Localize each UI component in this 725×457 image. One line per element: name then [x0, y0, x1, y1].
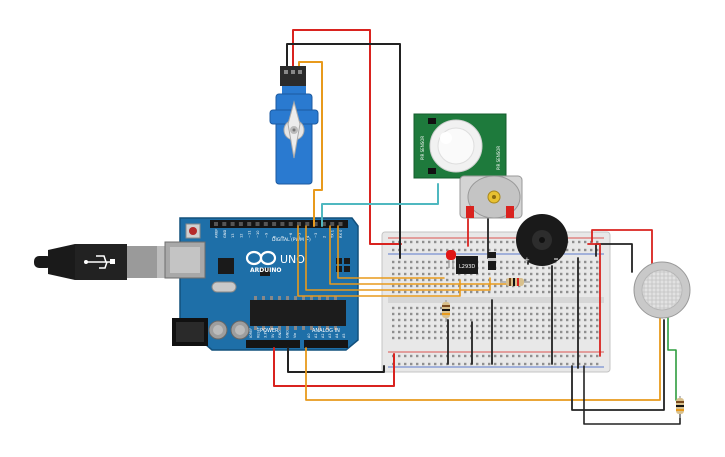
- digital-pin-label: ~6: [289, 232, 293, 238]
- breadboard: [381, 231, 611, 373]
- analog-pin-label: A0: [307, 334, 311, 338]
- motor-driver-chip: L293D: [456, 256, 478, 274]
- digital-pin-label: 12: [239, 233, 243, 238]
- analog-pin-label: A2: [321, 334, 325, 338]
- wire-orange-analog: [305, 317, 661, 401]
- wire-black-gas-gnd: [571, 319, 665, 411]
- servo-motor: [269, 66, 319, 185]
- arduino-logo: [245, 250, 277, 266]
- wire-black-gnd: [287, 347, 385, 373]
- usb-cable: [34, 244, 167, 280]
- wire-black-gas-res: [583, 365, 681, 425]
- pir-label-right: PIR SENSOR: [496, 146, 501, 170]
- analog-pin-label: A5: [342, 334, 346, 338]
- diode: [488, 252, 496, 270]
- digital-pin-label: 13: [231, 233, 235, 238]
- power-header-label: POWER: [260, 328, 279, 334]
- digital-pin-label: RX 0: [339, 229, 343, 238]
- resistor-horizontal: [500, 278, 530, 286]
- digital-pin-label: ~5: [298, 233, 302, 238]
- resistor-gas-sensor: [676, 396, 684, 418]
- digital-pin-label: 4: [306, 235, 310, 238]
- wire-green-gas: [667, 317, 677, 401]
- digital-pin-label: TX 1: [331, 230, 335, 239]
- motor-driver-label: L293D: [459, 264, 475, 270]
- wire-red-gas: [591, 229, 653, 269]
- pir-sensor: PIR SENSOR PIR SENSOR: [413, 113, 507, 179]
- wire-orange-d4: [337, 225, 445, 279]
- digital-pin-label: 8: [273, 235, 277, 238]
- digital-pin-label: AREF: [215, 229, 219, 238]
- digital-pin-label: ~9: [264, 232, 268, 238]
- analog-pin-label: A3: [328, 334, 332, 338]
- digital-pin-label: ~10: [256, 230, 260, 238]
- wire-teal-pir: [321, 183, 439, 227]
- digital-header-label: DIGITAL (PWM ~): [272, 237, 311, 243]
- piezo-buzzer: +: [516, 214, 568, 266]
- analog-header-label: ANALOG IN: [312, 328, 340, 334]
- digital-pin-label: 2: [322, 236, 326, 238]
- digital-pin-labels: AREF GND 13 12 ~11 ~10 ~9 8 7 ~6 ~5 4 ~3 2 TX 1 RX 0: [215, 229, 344, 239]
- arduino-uno-board: ARDUINO UNO DIGITAL (PWM ~) POWER ANALOG…: [164, 217, 359, 351]
- arduino-model-label: UNO: [280, 253, 305, 266]
- svg-text:+: +: [524, 256, 530, 264]
- digital-pin-label: ~11: [248, 230, 252, 238]
- analog-pin-label: A4: [335, 334, 339, 338]
- pir-label-left: PIR SENSOR: [420, 136, 425, 160]
- digital-pin-label: 7: [281, 236, 285, 238]
- power-pin-label: 5V: [271, 333, 275, 338]
- power-pin-label: Vin: [293, 333, 297, 338]
- resistor-vertical: [442, 300, 450, 322]
- wire-red-5v: [273, 347, 395, 387]
- power-pin-label: GND: [278, 330, 282, 338]
- wire-orange-d3: [329, 225, 513, 285]
- wire-black-gas: [595, 243, 633, 273]
- power-pin-label: 3.3V: [264, 330, 268, 338]
- power-pin-label: GND: [286, 330, 290, 338]
- red-led: [446, 250, 456, 268]
- wire-black-servo: [286, 43, 401, 259]
- wire-red-bb-rail: [587, 243, 601, 357]
- analog-pin-label: A1: [314, 334, 318, 338]
- wires: [273, 29, 681, 425]
- power-pin-label: IOREF: [249, 328, 253, 338]
- dc-motor: [459, 175, 523, 219]
- wire-orange-d1: [297, 225, 461, 297]
- digital-pin-label: GND: [223, 230, 227, 238]
- power-pin-label: RESET: [256, 326, 260, 338]
- arduino-brand-label: ARDUINO: [250, 267, 281, 274]
- digital-pin-label: ~3: [314, 233, 318, 238]
- wire-orange-servo: [298, 61, 323, 227]
- gas-sensor: [633, 261, 691, 319]
